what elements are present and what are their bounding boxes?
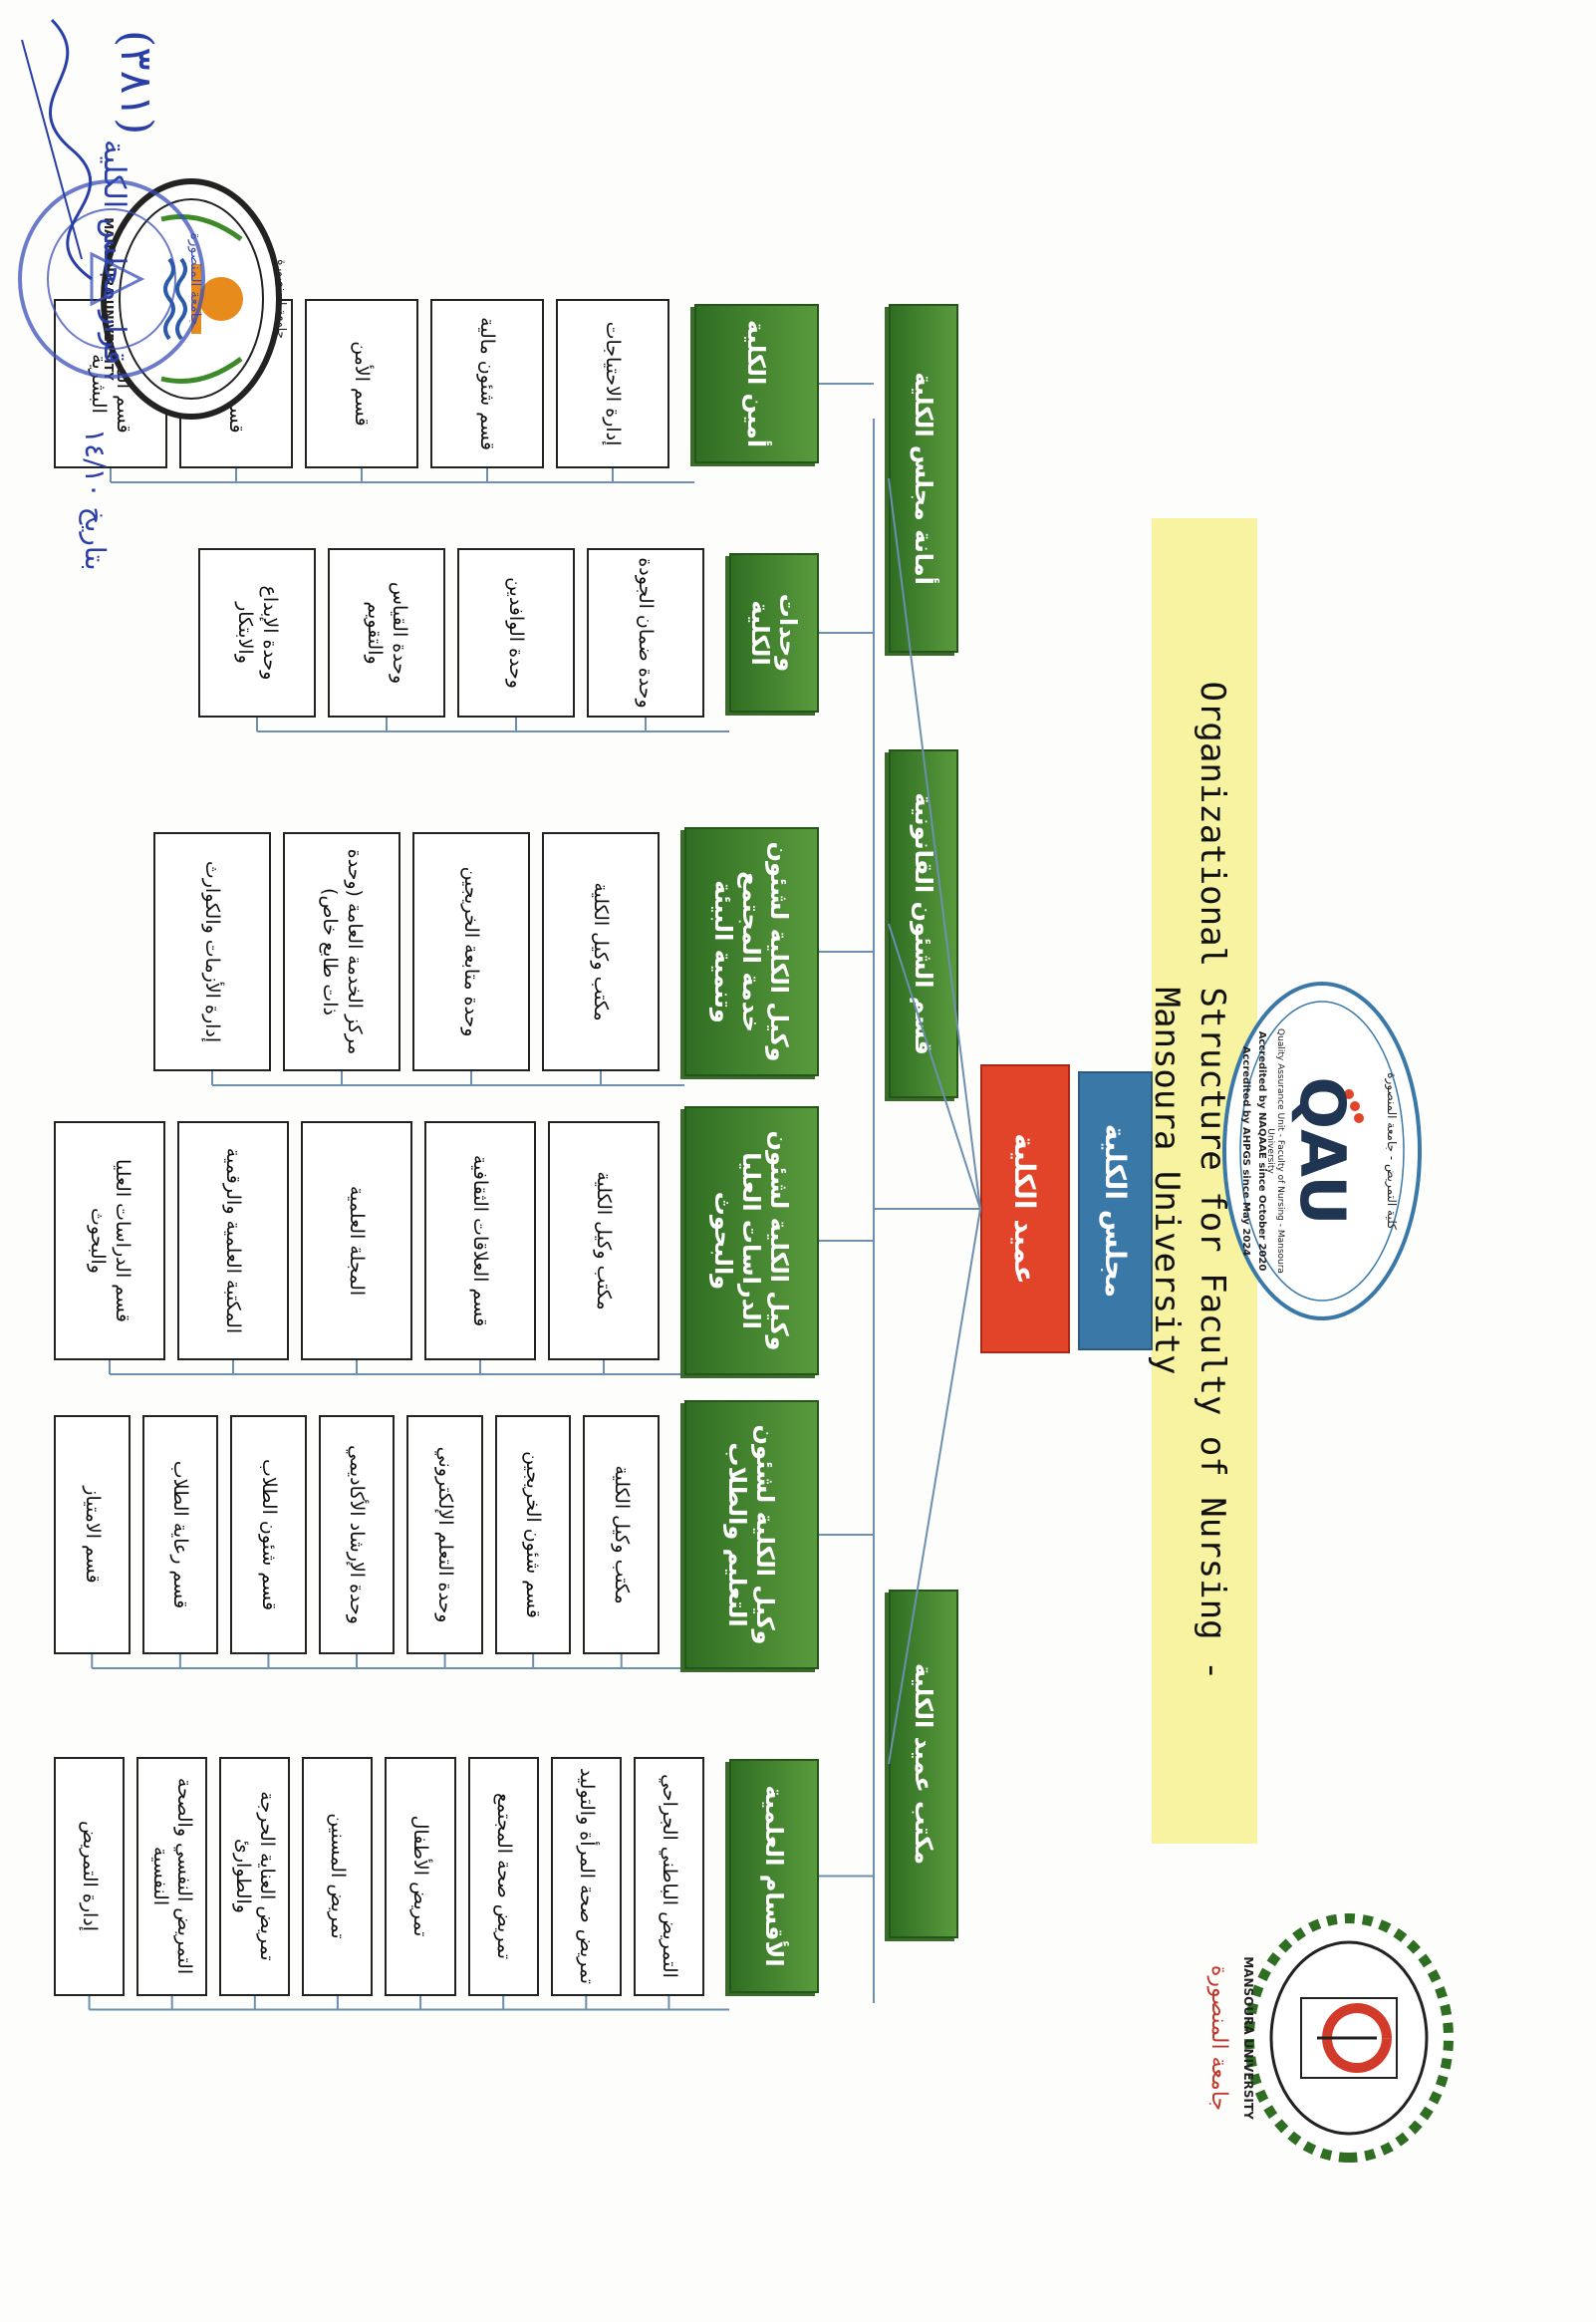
branch-3-item-0: مكتب وكيل الكلية (548, 1121, 660, 1360)
branch-2-item-2: مركز الخدمة العامة (وحدة ذات طابع خاص) (283, 832, 400, 1071)
mansoura-university-logo-left: MANSOURA UNIVERSITY جامعة المنصورة (92, 164, 291, 434)
branch-0-item-1: قسم شئون مالية (430, 299, 544, 468)
branch-title-0: أمين الكلية (694, 304, 819, 463)
branch-4-item-2: وحدة التعلم الإلكتروني (406, 1415, 483, 1654)
branch-3-item-3: المكتبة العلمية والرقمية (177, 1121, 289, 1360)
branch-5-item-6: التمريض النفسي والصحة النفسية (136, 1756, 208, 1996)
branch-0-item-0: إدارة الاحتياجات (556, 299, 669, 468)
qau-emblem-icon (1222, 982, 1422, 1320)
handwritten-date: بتاريخ ١٤/١٠ (79, 429, 112, 571)
nursing-seal-icon (1244, 1913, 1454, 2163)
branch-4-item-4: قسم شئون الطلاب (230, 1415, 307, 1654)
right-logo-label: MANSOURA UNIVERSITY (1241, 1956, 1255, 2120)
branch-1-item-3: وحدة الإبداع والابتكار (198, 548, 316, 718)
qau-brand-text: QAU (1286, 1076, 1359, 1226)
branch-1-item-2: وحدة القياس والتقويم (328, 548, 445, 718)
qau-accreditation-2: Accredited by AHPGS since May 2024 (1240, 1045, 1251, 1257)
branch-1-item-0: وحدة ضمان الجودة (587, 548, 704, 718)
right-logo-arabic: جامعة المنصورة (1206, 1964, 1231, 2112)
branch-0-item-2: قسم الأمن (305, 299, 418, 468)
branch-3-item-2: المجلة العلمية (301, 1121, 412, 1360)
branch-4-item-3: وحدة الإرشاد الأكاديمي (318, 1415, 396, 1654)
signature-scribble (21, 18, 93, 281)
branch-5-item-5: تمريض العناية الحرجة والطوارئ (219, 1756, 291, 1996)
branch-title-4: وكيل الكلية لشئون التعليم والطلاب (684, 1400, 819, 1669)
branch-2-item-1: وحدة متابعة الخريجين (412, 832, 530, 1071)
branch-4-item-5: قسم رعاية الطلاب (141, 1415, 219, 1654)
branch-4-item-6: قسم الامتياز (54, 1415, 131, 1654)
faculty-nursing-logo-right: MANSOURA UNIVERSITY جامعة المنصورة (1197, 1893, 1466, 2182)
branch-5-item-0: التمريض الباطني الجراحي (633, 1756, 704, 1996)
branch-2-item-3: إدارة الأزمات والكوارث (153, 832, 271, 1071)
handwritten-reference: (٣٨١) (111, 30, 161, 136)
qau-accreditation-1: Accredited by NAQAAE since October 2020 (1256, 1030, 1267, 1272)
branch-title-2: وكيل الكلية لشئون خدمة المجتمع وتنمية ال… (684, 827, 819, 1076)
qau-logo: QAU كلية التمريض - جامعة المنصورة Qualit… (1217, 977, 1427, 1325)
university-seal-icon (101, 178, 282, 420)
stamp-text: جامعة المنصورة (187, 232, 203, 326)
branch-title-3: وكيل الكلية لشئون الدراسات العليا والبحو… (684, 1106, 819, 1375)
branch-1-item-1: وحدة الوافدين (457, 548, 575, 718)
branch-5-item-1: تمريض صحة المرأة والتوليد (550, 1756, 622, 1996)
qau-top-text: كلية التمريض - جامعة المنصورة (1385, 1072, 1399, 1230)
branch-5-item-3: تمريض الأطفال (385, 1756, 456, 1996)
branch-2-item-0: مكتب وكيل الكلية (542, 832, 660, 1071)
branch-4-item-1: قسم شئون الخريجين (494, 1415, 572, 1654)
branch-5-item-4: تمريض المسنين (302, 1756, 374, 1996)
branch-3-item-1: قسم العلاقات الثقافية (424, 1121, 536, 1360)
branch-title-1: وحدات الكلية (729, 553, 819, 713)
branch-title-5: الأقسام العلمية (729, 1759, 819, 1993)
branch-3-item-4: قسم الدراسات العليا والبحوث (54, 1121, 165, 1360)
branch-4-item-0: مكتب وكيل الكلية (583, 1415, 660, 1654)
qau-unit-text: Quality Assurance Unit - Faculty of Nurs… (1265, 1028, 1285, 1274)
branch-5-item-2: تمريض صحة المجتمع (467, 1756, 539, 1996)
branch-5-item-7: إدارة التمريض (54, 1756, 126, 1996)
left-logo-arabic: جامعة المنصورة (275, 259, 289, 339)
